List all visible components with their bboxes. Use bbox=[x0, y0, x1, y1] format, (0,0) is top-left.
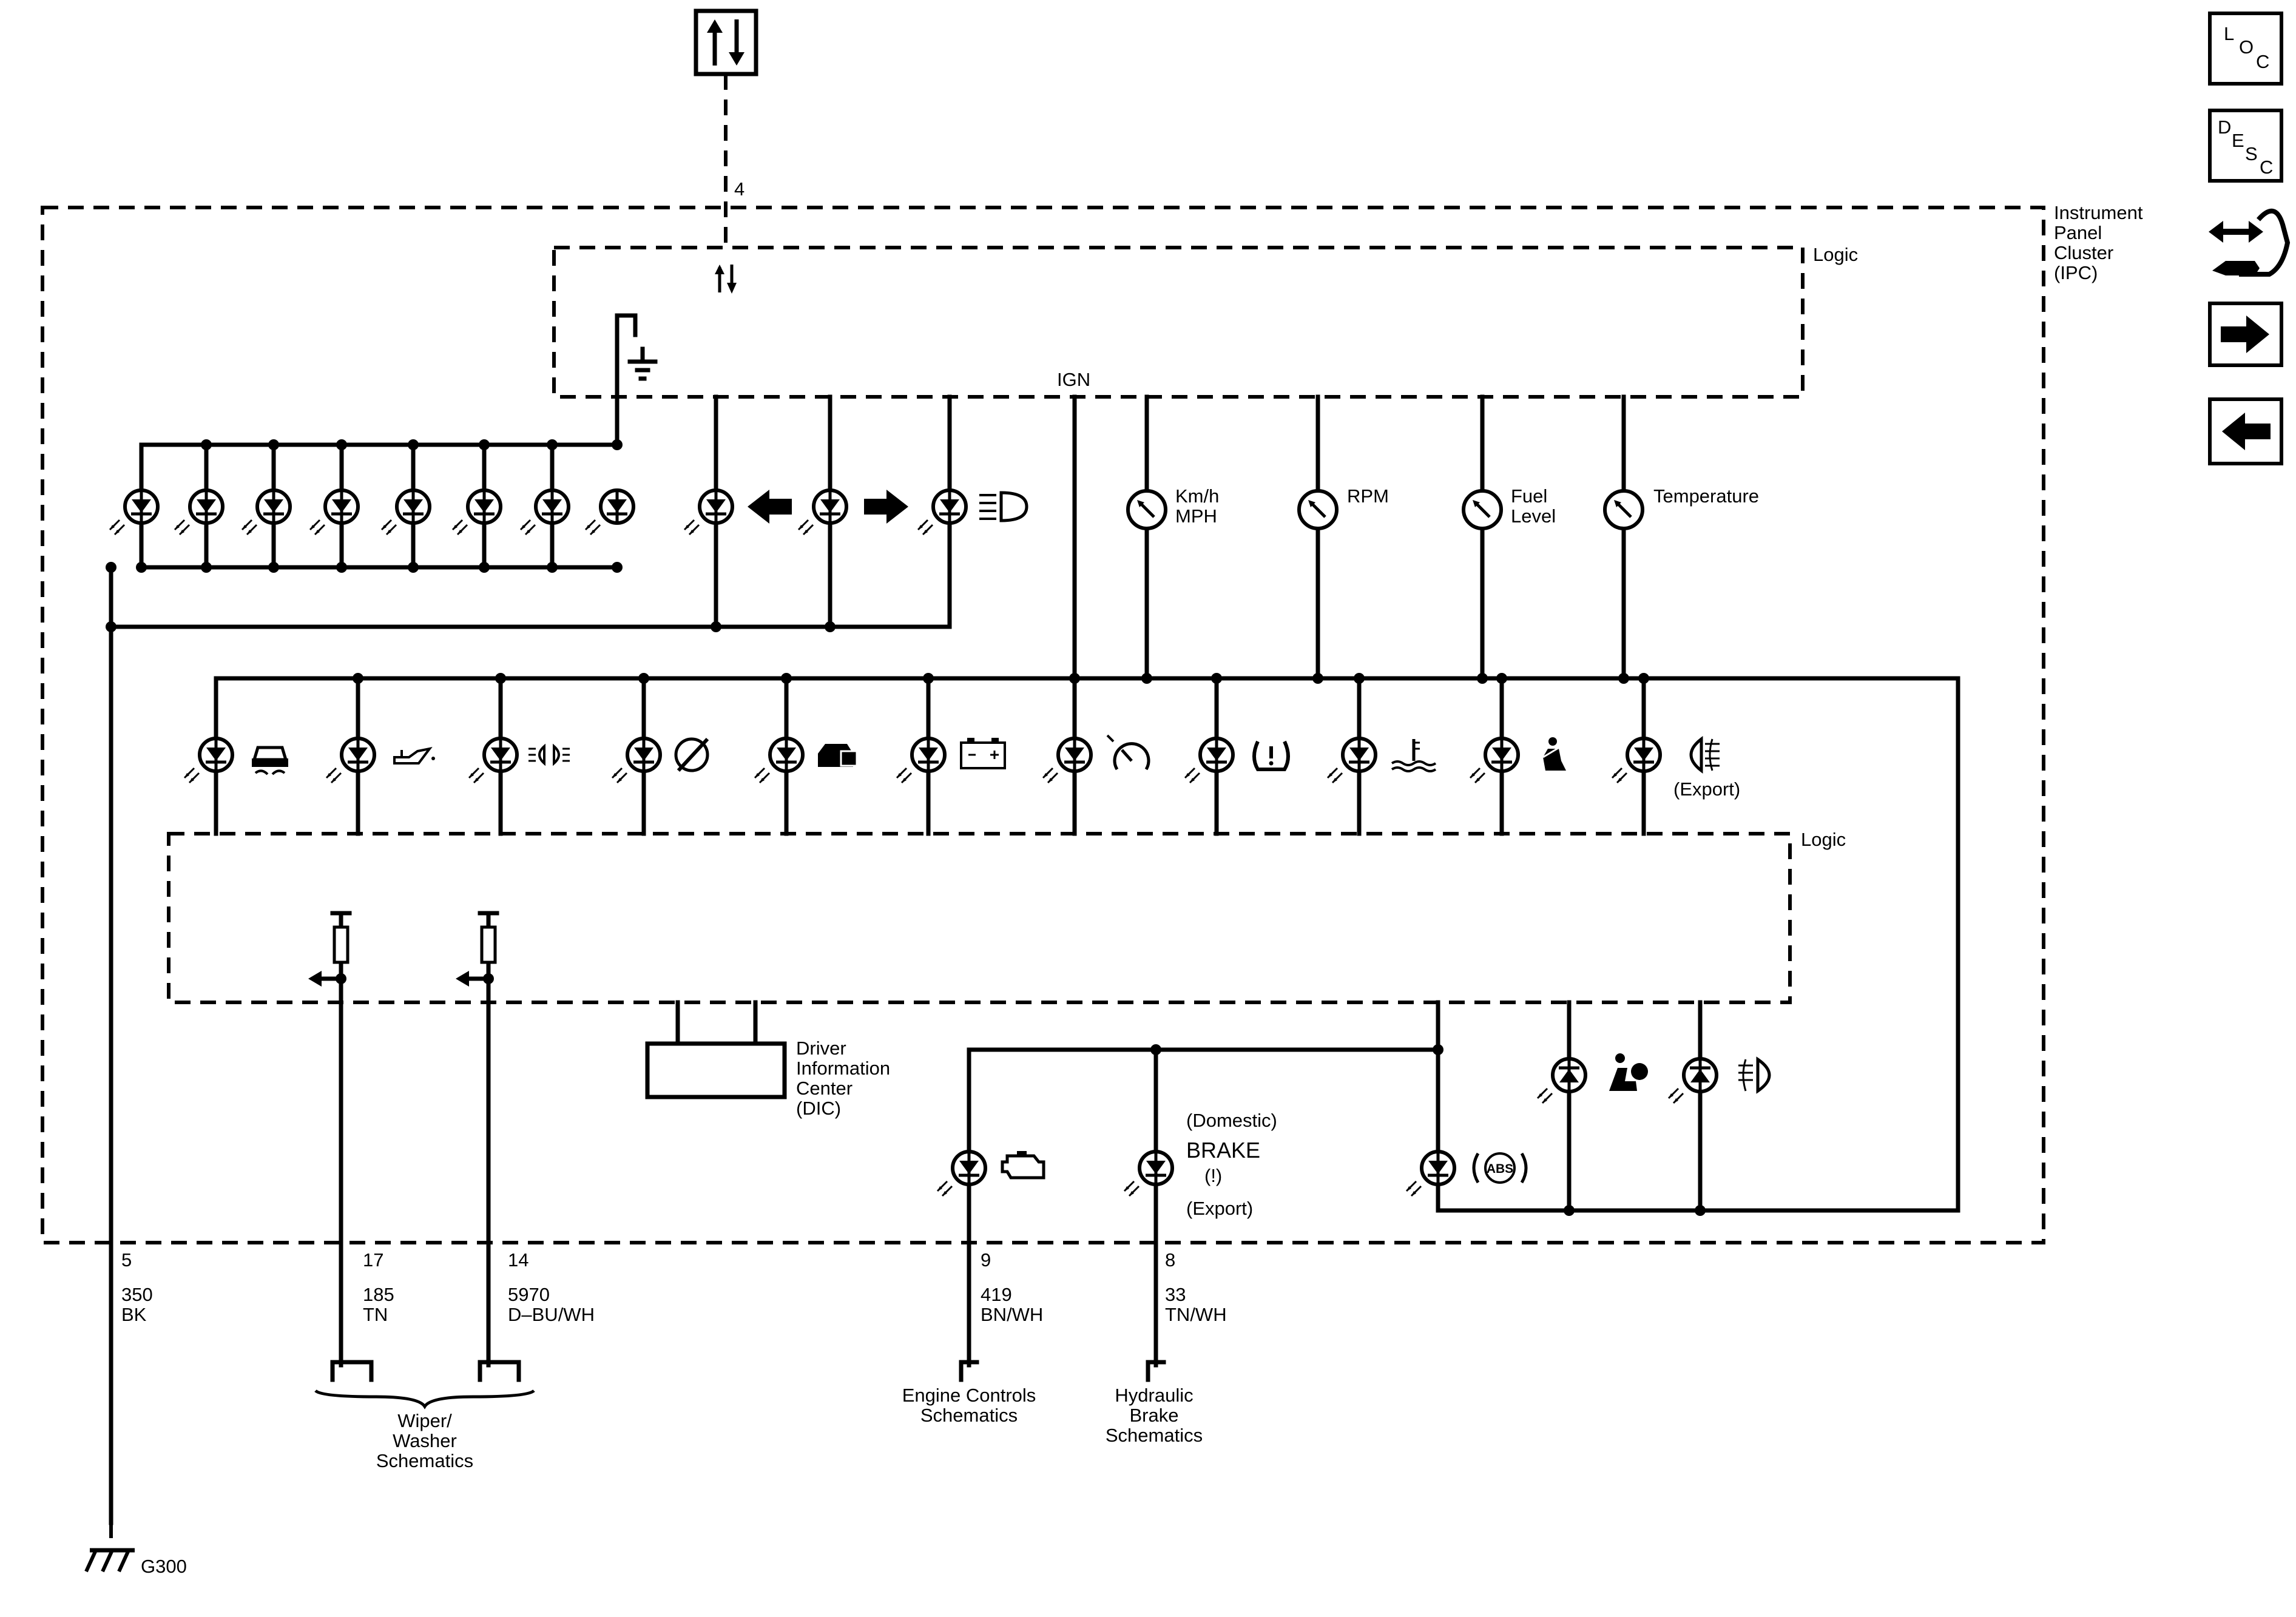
tire-pressure-icon bbox=[1252, 740, 1290, 771]
ipc-module-outline bbox=[41, 206, 2045, 1244]
coolant-temp-icon bbox=[1391, 739, 1437, 772]
brake-label: BRAKE bbox=[1186, 1138, 1260, 1163]
pin-14-color: D–BU/WH bbox=[508, 1304, 595, 1325]
ground-icon bbox=[84, 1548, 135, 1573]
left-led-bank bbox=[110, 313, 658, 573]
dic-label-line-1: Driver bbox=[796, 1038, 846, 1059]
pin-8-color: TN/WH bbox=[1165, 1304, 1227, 1325]
next-arrow-icon[interactable] bbox=[2208, 302, 2283, 367]
previous-arrow-icon[interactable] bbox=[2208, 397, 2283, 465]
gauge-fuel-line-1: Fuel bbox=[1511, 485, 1547, 507]
abs-icon: ABS bbox=[1472, 1152, 1528, 1184]
pin-9-circuit: 419 bbox=[981, 1284, 1012, 1305]
pin-14-circuit: 5970 bbox=[508, 1284, 550, 1305]
right-turn-arrow-icon bbox=[864, 490, 908, 524]
brake-symbol: (!) bbox=[1204, 1165, 1222, 1186]
serial-data-icon bbox=[694, 8, 758, 76]
desc-letter-4: C bbox=[2260, 157, 2273, 178]
turn-highbeam-leds bbox=[106, 394, 966, 632]
pin-5-circuit: 350 bbox=[121, 1284, 153, 1305]
middle-indicator-row bbox=[184, 673, 1960, 1213]
desc-letter-3: S bbox=[2245, 143, 2258, 164]
wiper-link-line-3: Schematics bbox=[376, 1450, 473, 1471]
loc-letter-1: L bbox=[2224, 23, 2234, 44]
link-wiper-washer-schematics[interactable]: Wiper/ Washer Schematics bbox=[376, 1410, 473, 1471]
front-fog-icon bbox=[1689, 735, 1720, 774]
loc-letter-2: O bbox=[2239, 36, 2254, 58]
security-icon bbox=[818, 744, 858, 767]
gauge-speed-line-2: MPH bbox=[1175, 505, 1217, 527]
dic-label-line-3: Center bbox=[796, 1078, 853, 1099]
pin-17-circuit: 185 bbox=[363, 1284, 394, 1305]
pin-14-number: 14 bbox=[508, 1249, 528, 1271]
desc-letter-2: E bbox=[2232, 130, 2244, 151]
pin-8-number: 8 bbox=[1165, 1249, 1175, 1271]
ipc-label-line-2: Panel bbox=[2054, 222, 2102, 243]
link-hydraulic-brake-schematics[interactable]: Hydraulic Brake Schematics bbox=[1106, 1385, 1203, 1446]
pin-5-number: 5 bbox=[121, 1249, 132, 1271]
connector-repair-icon[interactable] bbox=[2209, 208, 2291, 277]
logic-data-arrows-icon bbox=[715, 265, 737, 294]
wiper-link-line-1: Wiper/ bbox=[397, 1410, 452, 1431]
pin-8-circuit: 33 bbox=[1165, 1284, 1186, 1305]
gauge-speed-line-1: Km/h bbox=[1175, 485, 1219, 507]
ign-label: IGN bbox=[1057, 369, 1090, 390]
desc-button[interactable]: D E S C bbox=[2208, 109, 2283, 183]
wiper-inputs bbox=[308, 911, 535, 1409]
loc-letter-3: C bbox=[2256, 51, 2269, 72]
left-turn-arrow-icon bbox=[748, 490, 792, 524]
link-engine-controls-schematics[interactable]: Engine Controls Schematics bbox=[902, 1385, 1036, 1426]
stability-off-icon bbox=[674, 737, 709, 772]
desc-letter-1: D bbox=[2218, 116, 2231, 138]
lower-indicator-circuits bbox=[937, 1000, 1960, 1382]
pin-5-color: BK bbox=[121, 1304, 147, 1325]
high-beam-icon bbox=[979, 491, 1028, 522]
engine-link-line-2: Schematics bbox=[920, 1405, 1018, 1426]
ipc-label-line-3: Cluster bbox=[2054, 242, 2113, 263]
abs-text: ABS bbox=[1487, 1162, 1513, 1176]
rear-fog-icon bbox=[1738, 1056, 1771, 1094]
dic-label-line-2: Information bbox=[796, 1058, 890, 1079]
logic-top-label: Logic bbox=[1813, 244, 1858, 265]
oil-pressure-icon bbox=[393, 747, 435, 765]
logic-bottom-label: Logic bbox=[1801, 829, 1846, 850]
parking-lamp-icon bbox=[528, 743, 570, 766]
logic-block-top bbox=[552, 246, 1805, 399]
brake-link-line-1: Hydraulic bbox=[1115, 1385, 1193, 1406]
ground-label: G300 bbox=[141, 1556, 187, 1577]
pin-17-number: 17 bbox=[363, 1249, 383, 1271]
brake-export-label: (Export) bbox=[1186, 1198, 1253, 1219]
check-engine-icon bbox=[1001, 1151, 1045, 1180]
traction-control-icon bbox=[252, 746, 288, 775]
brake-link-line-2: Brake bbox=[1130, 1405, 1179, 1426]
brake-domestic-label: (Domestic) bbox=[1186, 1110, 1277, 1131]
dic-label-line-4: (DIC) bbox=[796, 1098, 841, 1119]
cruise-control-icon bbox=[1106, 734, 1150, 771]
wiper-link-line-2: Washer bbox=[393, 1430, 457, 1451]
pin-9-number: 9 bbox=[981, 1249, 991, 1271]
front-fog-export-label: (Export) bbox=[1673, 778, 1740, 800]
logic-block-bottom bbox=[167, 832, 1792, 1004]
gauges bbox=[1128, 394, 1643, 681]
pin-17-color: TN bbox=[363, 1304, 388, 1325]
seatbelt-icon bbox=[1542, 737, 1566, 771]
gauge-temperature: Temperature bbox=[1653, 485, 1759, 507]
ipc-label-line-4: (IPC) bbox=[2054, 262, 2098, 283]
data-pin-number: 4 bbox=[734, 178, 745, 200]
airbag-icon bbox=[1609, 1053, 1648, 1091]
battery-icon bbox=[960, 738, 1006, 769]
gauge-fuel-line-2: Level bbox=[1511, 505, 1556, 527]
engine-link-line-1: Engine Controls bbox=[902, 1385, 1036, 1406]
gauge-rpm: RPM bbox=[1347, 485, 1389, 507]
ground-wire bbox=[106, 562, 116, 1538]
pin-9-color: BN/WH bbox=[981, 1304, 1043, 1325]
dic-box bbox=[645, 1000, 787, 1099]
brake-link-line-3: Schematics bbox=[1106, 1425, 1203, 1446]
ipc-label-line-1: Instrument bbox=[2054, 202, 2143, 223]
loc-button[interactable]: L O C bbox=[2208, 12, 2283, 86]
